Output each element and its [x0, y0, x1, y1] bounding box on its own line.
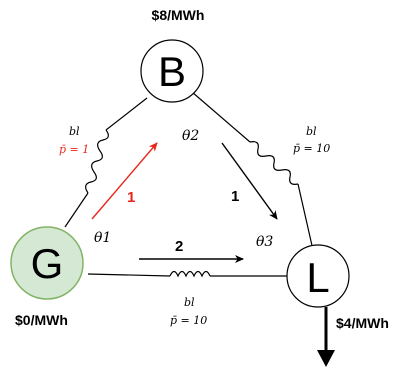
line-b-l	[191, 91, 314, 251]
capacity-g-b: p̄ = 1	[59, 143, 89, 156]
susceptance-b-l: bl	[306, 125, 317, 138]
susceptance-g-b: bl	[69, 125, 80, 138]
line-g-b	[64, 97, 148, 228]
bus-l-node[interactable]	[286, 244, 350, 308]
susceptance-g-l: bl	[184, 296, 195, 309]
bus-b-node[interactable]	[140, 39, 204, 103]
flow-value-g-b: 1	[127, 189, 135, 206]
inductor-g-l	[169, 270, 211, 278]
capacity-b-l: p̄ = 10	[293, 142, 330, 155]
price-b: $8/MWh	[152, 7, 205, 23]
price-g: $0/MWh	[15, 312, 68, 328]
bus-b-label: B	[158, 48, 186, 95]
inductor-g-b	[85, 129, 109, 194]
flow-arrow-g-b	[91, 142, 158, 220]
bus-g-node[interactable]	[10, 226, 84, 300]
bus-l-label: L	[306, 254, 329, 301]
bus-g-label: G	[31, 240, 64, 287]
theta-l: θ3	[256, 234, 273, 250]
flow-value-g-l: 2	[175, 238, 183, 255]
theta-g: θ1	[94, 230, 111, 246]
load-arrow-head	[317, 350, 335, 367]
flow-value-b-l: 1	[231, 188, 239, 205]
price-l: $4/MWh	[336, 315, 389, 331]
flow-arrow-b-l	[221, 142, 278, 220]
line-g-l	[87, 270, 288, 278]
inductor-b-l	[249, 141, 299, 185]
capacity-g-l: p̄ = 10	[170, 314, 207, 327]
theta-b: θ2	[182, 128, 199, 144]
